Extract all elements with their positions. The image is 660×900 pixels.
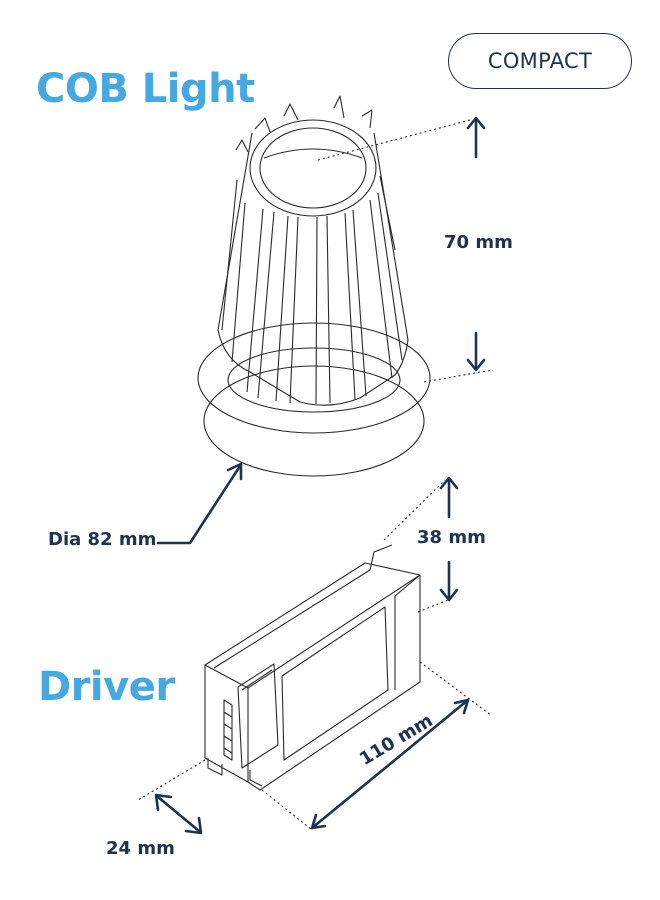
dimension-dia-82mm-label: Dia 82 mm	[48, 529, 157, 550]
cob-top-inner	[259, 127, 367, 209]
driver-title: Driver	[38, 664, 175, 710]
driver-step	[394, 574, 421, 690]
cob-light-title: COB Light	[36, 66, 255, 112]
driver-top-face	[204, 562, 421, 689]
driver-connector	[223, 699, 233, 761]
arrow-24	[156, 795, 201, 833]
driver-foot	[207, 758, 223, 776]
cob-flange-top	[197, 322, 431, 434]
driver-end-block	[237, 663, 279, 769]
driver-label-panel	[281, 606, 389, 761]
cob-body-outline	[217, 132, 409, 406]
cob-flange-bottom	[203, 365, 425, 477]
dimension-38mm-label: 38 mm	[417, 527, 486, 548]
dimension-24mm-label: 24 mm	[106, 838, 175, 859]
arrow-dia	[156, 464, 242, 545]
dimension-70mm-label: 70 mm	[444, 232, 513, 253]
arrow-110	[310, 698, 470, 830]
cob-light-drawing	[197, 95, 431, 477]
driver-drawing	[204, 544, 421, 791]
compact-badge: COMPACT	[448, 33, 632, 89]
cob-fins	[221, 95, 403, 405]
cob-top-outer	[249, 119, 377, 217]
driver-rim	[213, 544, 393, 669]
cob-top-shadow	[263, 148, 363, 159]
compact-badge-label: COMPACT	[487, 49, 593, 73]
driver-side-face	[247, 575, 421, 791]
cob-flange-inner	[227, 347, 401, 413]
